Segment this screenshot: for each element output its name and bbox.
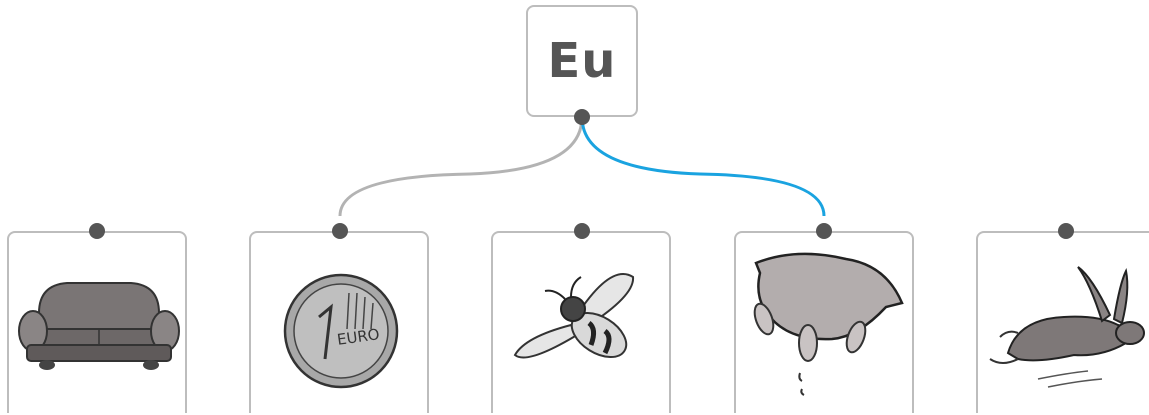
picture-card-bee[interactable] xyxy=(491,231,671,413)
picture-card-sofa[interactable] xyxy=(7,231,187,413)
euro-coin-icon: EURO xyxy=(283,273,399,389)
link-word-to-coin xyxy=(338,116,584,217)
picture-card-hare[interactable] xyxy=(976,231,1149,413)
picture-card-udder[interactable] xyxy=(734,231,914,413)
udder-icon xyxy=(753,252,904,396)
word-label: Eu xyxy=(547,33,617,89)
hare-icon xyxy=(989,266,1145,388)
bee-icon xyxy=(513,273,635,359)
svg-text:EURO: EURO xyxy=(336,325,381,349)
word-card[interactable]: Eu xyxy=(526,5,638,117)
picture-card-coin[interactable]: EURO xyxy=(249,231,429,413)
sofa-icon xyxy=(18,282,180,370)
link-word-to-udder xyxy=(580,116,826,217)
